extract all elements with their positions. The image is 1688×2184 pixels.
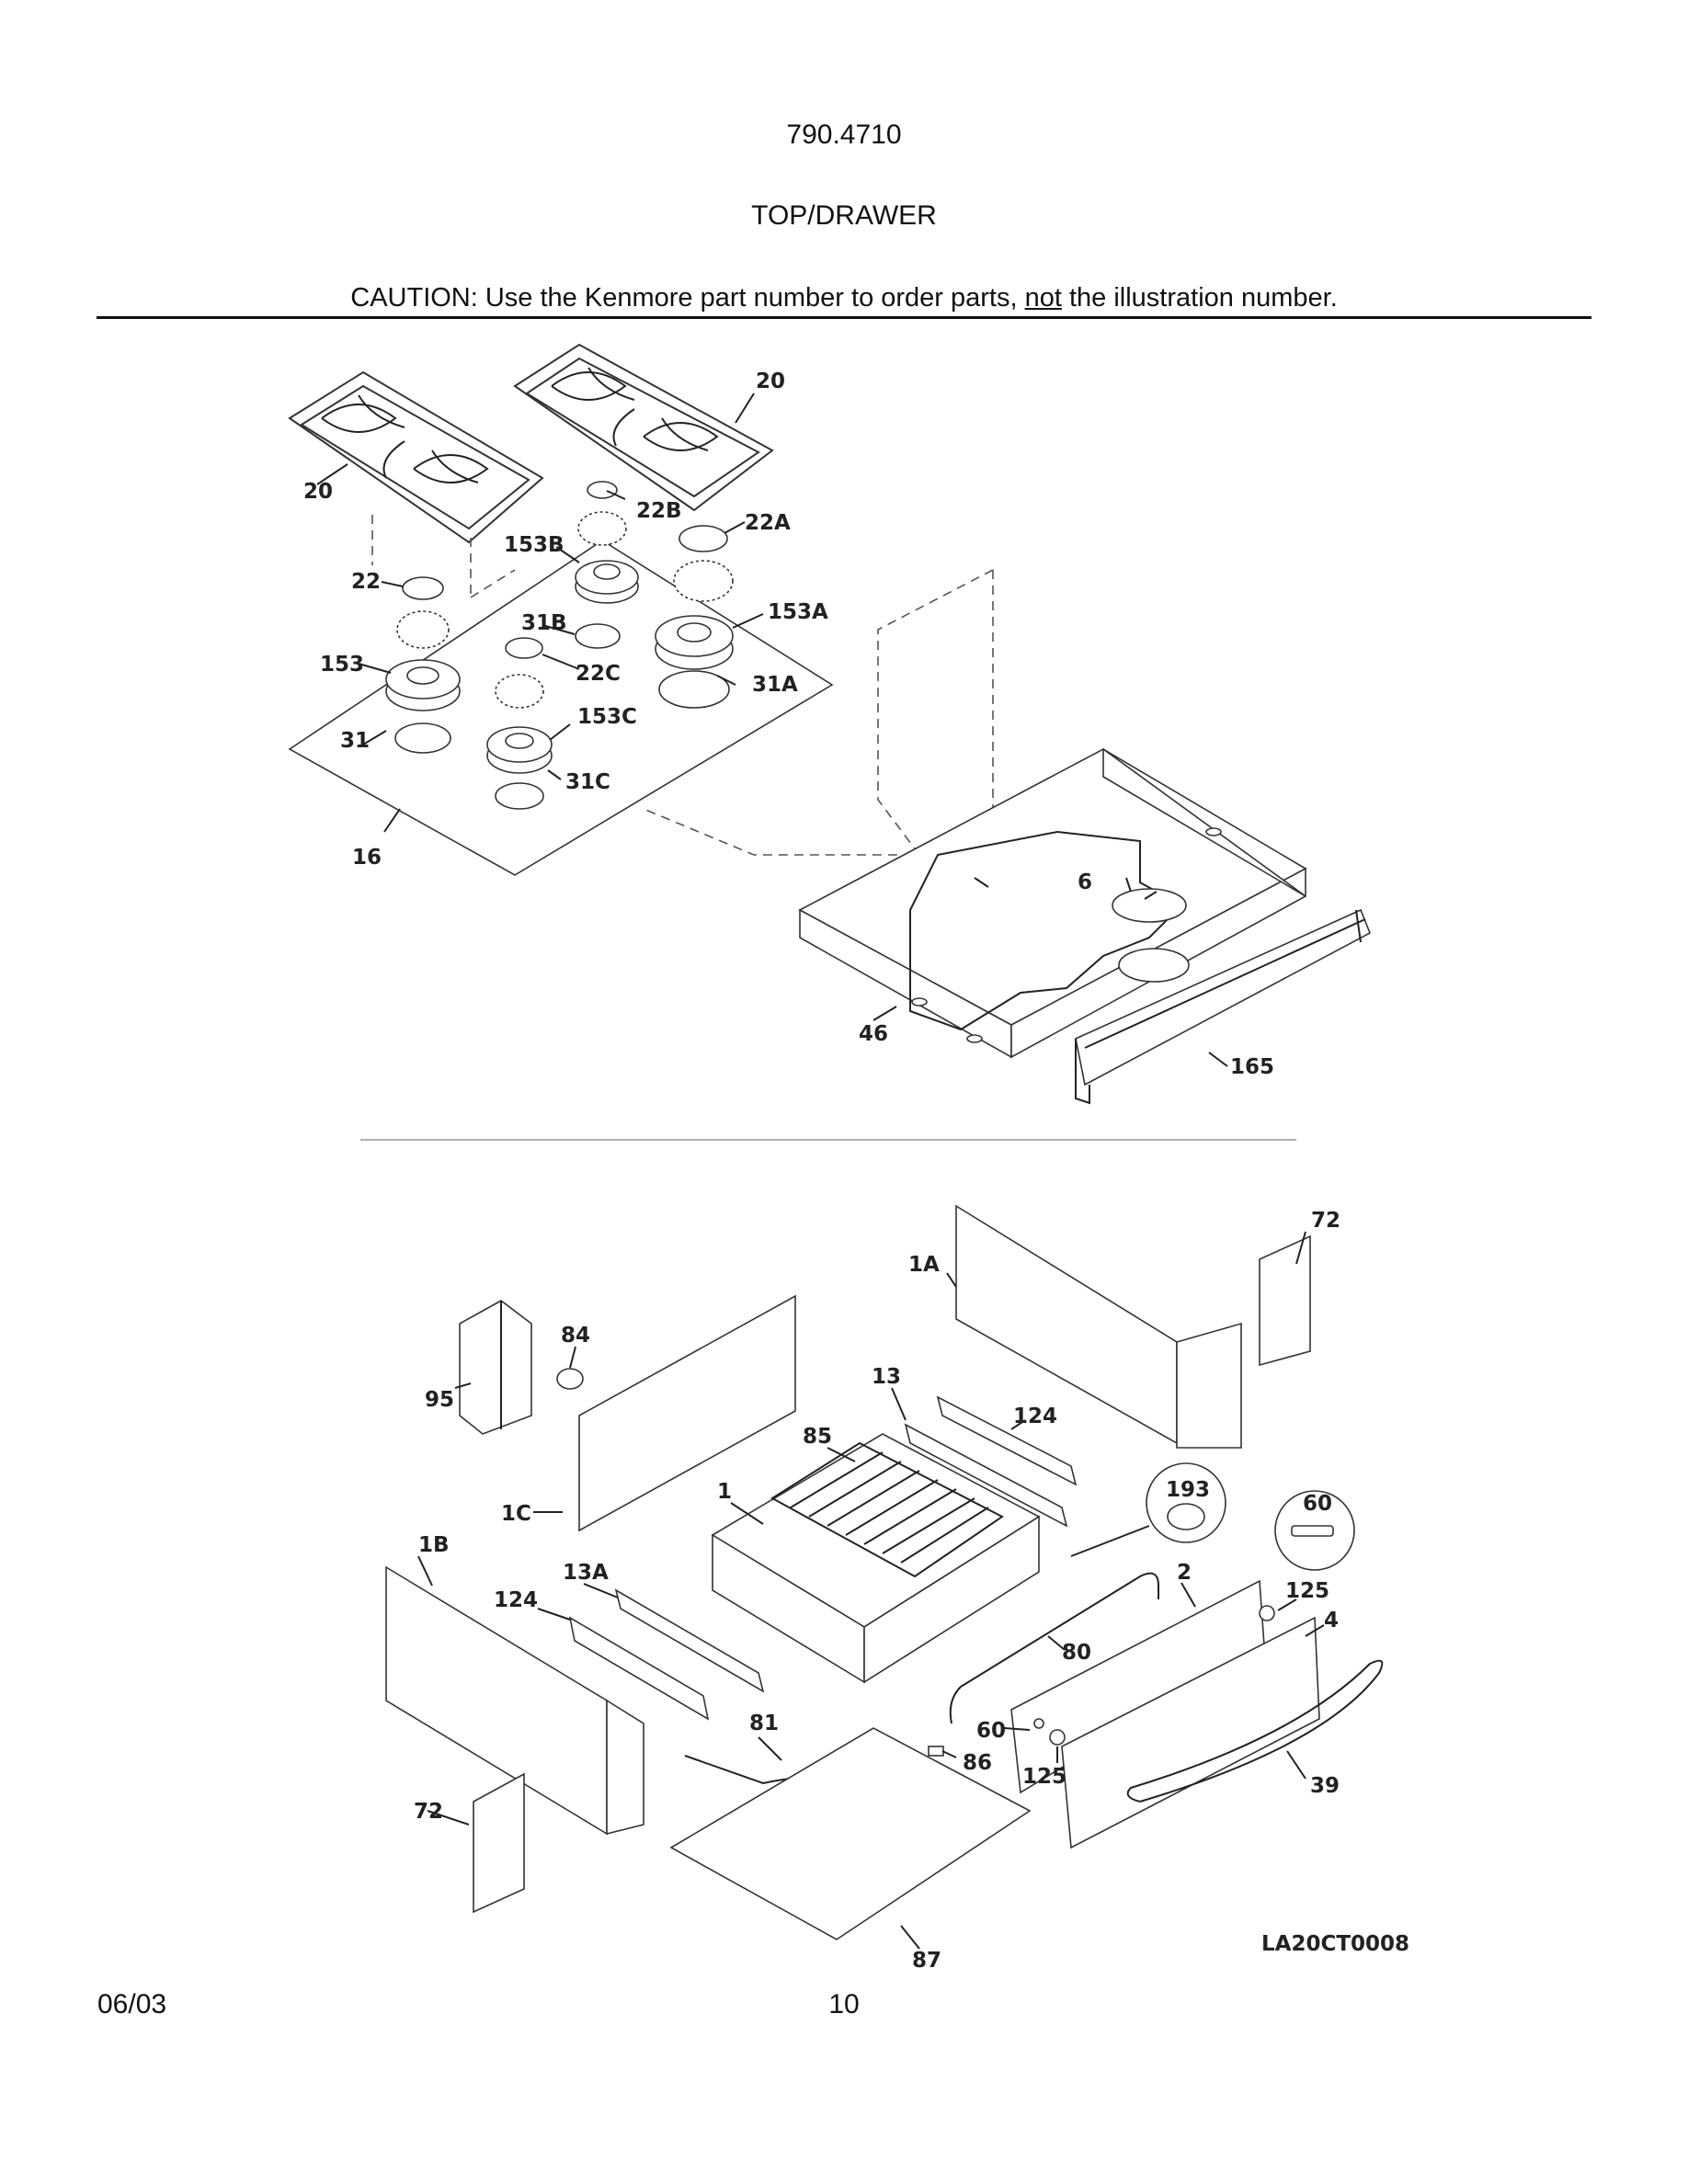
callout-39: 39 bbox=[1310, 1774, 1340, 1798]
callout-1: 1 bbox=[717, 1480, 732, 1504]
drawer-bottom-87 bbox=[669, 1727, 1032, 1940]
heating-element-80 bbox=[949, 1572, 1159, 1724]
footer-date: 06/03 bbox=[97, 1989, 167, 2019]
callout-193: 193 bbox=[1166, 1478, 1210, 1502]
burner-head-22a bbox=[673, 560, 734, 602]
burner-base-153 bbox=[385, 659, 461, 754]
washer-125-upper bbox=[1259, 1605, 1275, 1621]
callout-153c: 153C bbox=[577, 705, 637, 729]
oven-rack-85 bbox=[770, 1441, 1004, 1578]
callout-6: 6 bbox=[1078, 870, 1092, 894]
section-title: TOP/DRAWER bbox=[751, 200, 937, 231]
callout-22a: 22A bbox=[745, 511, 791, 535]
burner-cap-22a bbox=[679, 525, 728, 552]
callout-1c: 1C bbox=[501, 1502, 531, 1526]
callout-153b: 153B bbox=[504, 533, 565, 557]
callout-153a: 153A bbox=[768, 600, 828, 624]
slide-13a bbox=[614, 1588, 765, 1693]
callout-labels: 20 20 22B 22A 153B 22 31B 153A 153 22C 3… bbox=[303, 370, 1409, 1973]
callout-31c: 31C bbox=[565, 770, 610, 794]
callout-60-inset: 60 bbox=[1303, 1492, 1332, 1516]
burner-head-22 bbox=[396, 610, 450, 649]
callout-165: 165 bbox=[1230, 1055, 1274, 1079]
part-84 bbox=[556, 1368, 584, 1390]
callout-86: 86 bbox=[963, 1751, 992, 1775]
caution-text-prefix: CAUTION: Use the Kenmore part number to … bbox=[350, 283, 1025, 313]
caution-emphasis: not bbox=[1024, 283, 1062, 313]
callout-72-left: 72 bbox=[414, 1800, 443, 1824]
callout-2: 2 bbox=[1177, 1561, 1192, 1585]
relay-box-95 bbox=[459, 1300, 532, 1435]
slide-13 bbox=[904, 1423, 1068, 1528]
burner-cap-22c bbox=[505, 637, 543, 659]
burner-cap-22b bbox=[587, 481, 618, 499]
inset-circle-193 bbox=[1146, 1462, 1226, 1543]
burner-base-153a bbox=[655, 615, 734, 709]
callout-46: 46 bbox=[859, 1022, 888, 1046]
callout-13a: 13A bbox=[563, 1561, 609, 1585]
washer-125-lower bbox=[1049, 1729, 1066, 1746]
burner-box-opening-6 bbox=[1112, 888, 1187, 923]
callout-125-lower: 125 bbox=[1022, 1765, 1066, 1789]
side-rail bbox=[1075, 908, 1372, 1105]
drawer-handle-39 bbox=[1126, 1659, 1384, 1803]
callout-22: 22 bbox=[351, 570, 381, 594]
callout-20-left: 20 bbox=[303, 480, 333, 504]
bracket-72-left bbox=[473, 1772, 525, 1914]
callout-1b: 1B bbox=[418, 1533, 450, 1557]
burner-box bbox=[798, 747, 1307, 1059]
cooktop-assembly bbox=[288, 343, 994, 910]
callout-22b: 22B bbox=[636, 499, 682, 523]
burner-head-22b bbox=[577, 511, 627, 546]
diagram-code: LA20CT0008 bbox=[1261, 1932, 1409, 1956]
back-panel-1a bbox=[955, 1204, 1178, 1445]
callout-31b: 31B bbox=[521, 611, 567, 635]
callout-85: 85 bbox=[803, 1425, 832, 1449]
clip-86 bbox=[928, 1746, 944, 1757]
callout-87: 87 bbox=[912, 1949, 941, 1973]
burner-base-153c bbox=[486, 726, 553, 810]
callout-153: 153 bbox=[320, 653, 364, 677]
slide-124-right bbox=[936, 1395, 1078, 1486]
left-burner-grate bbox=[288, 370, 544, 544]
callout-125-upper: 125 bbox=[1285, 1579, 1329, 1603]
caution-note: CAUTION: Use the Kenmore part number to … bbox=[0, 283, 1688, 313]
page-number: 10 bbox=[828, 1989, 860, 2019]
header-rule bbox=[97, 316, 1591, 319]
callout-81: 81 bbox=[749, 1712, 779, 1735]
screw-60-lower bbox=[1033, 1718, 1044, 1729]
callout-72-right: 72 bbox=[1311, 1209, 1340, 1233]
callout-4: 4 bbox=[1324, 1609, 1339, 1632]
callout-31a: 31A bbox=[752, 673, 798, 697]
drawer-front-4 bbox=[1061, 1616, 1320, 1849]
callout-80: 80 bbox=[1062, 1641, 1091, 1665]
right-burner-grate bbox=[513, 343, 774, 512]
callout-60-lower: 60 bbox=[976, 1719, 1006, 1743]
burner-cap-22 bbox=[402, 576, 444, 600]
callout-95: 95 bbox=[425, 1388, 454, 1412]
callout-124-left: 124 bbox=[494, 1588, 538, 1612]
caution-text-suffix: the illustration number. bbox=[1061, 283, 1338, 313]
model-number: 790.4710 bbox=[786, 119, 902, 150]
burner-base-153b bbox=[575, 560, 639, 649]
callout-13: 13 bbox=[872, 1365, 901, 1389]
callout-22c: 22C bbox=[576, 662, 621, 686]
side-panel-1c bbox=[578, 1294, 796, 1532]
slide-124-left bbox=[568, 1616, 710, 1721]
bracket-72-right bbox=[1259, 1234, 1311, 1367]
burner-head-22c bbox=[495, 674, 544, 709]
callout-20-right: 20 bbox=[756, 370, 785, 393]
callout-16: 16 bbox=[352, 846, 382, 870]
callout-31: 31 bbox=[340, 729, 370, 753]
drawer-assembly bbox=[385, 1204, 1384, 1950]
callout-124-right: 124 bbox=[1013, 1405, 1057, 1428]
callout-84: 84 bbox=[561, 1324, 590, 1348]
callout-1a: 1A bbox=[908, 1253, 940, 1277]
